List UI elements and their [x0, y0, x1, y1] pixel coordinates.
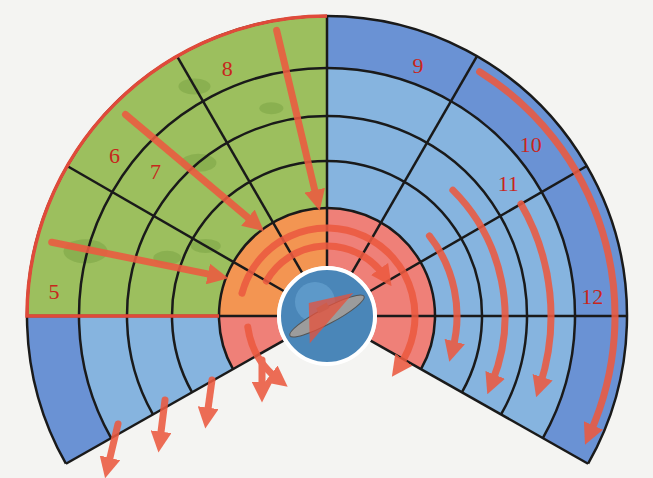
- zone-number: 5: [49, 280, 60, 304]
- grid-ring: [27, 16, 627, 464]
- submarine-icon: [281, 279, 372, 350]
- move-arrow: [207, 380, 212, 416]
- move-arrow: [259, 360, 266, 390]
- move-arrow: [242, 228, 415, 366]
- water-zone: [27, 316, 111, 464]
- move-arrow: [277, 30, 317, 198]
- zone-outline: [27, 16, 327, 316]
- player-token: [279, 268, 375, 364]
- grid-spoke: [66, 341, 284, 464]
- zone-number: 12: [581, 285, 603, 309]
- move-arrow: [480, 72, 615, 433]
- move-arrow: [453, 190, 505, 383]
- move-arrow: [52, 242, 216, 275]
- move-arrow: [160, 400, 165, 440]
- zone-number: 7: [150, 160, 161, 184]
- land-zone: [27, 16, 327, 316]
- move-arrow: [125, 114, 254, 223]
- move-arrow: [108, 424, 118, 466]
- heading-marker: [293, 282, 365, 343]
- zone-number: 6: [109, 144, 120, 168]
- zone-number: 8: [222, 57, 233, 81]
- zone-number: 10: [520, 133, 542, 157]
- zone-number: 9: [412, 54, 423, 78]
- land-texture: [259, 102, 283, 114]
- zone-number: 11: [498, 172, 519, 196]
- move-arrow: [521, 204, 551, 385]
- move-arrow: [429, 236, 457, 350]
